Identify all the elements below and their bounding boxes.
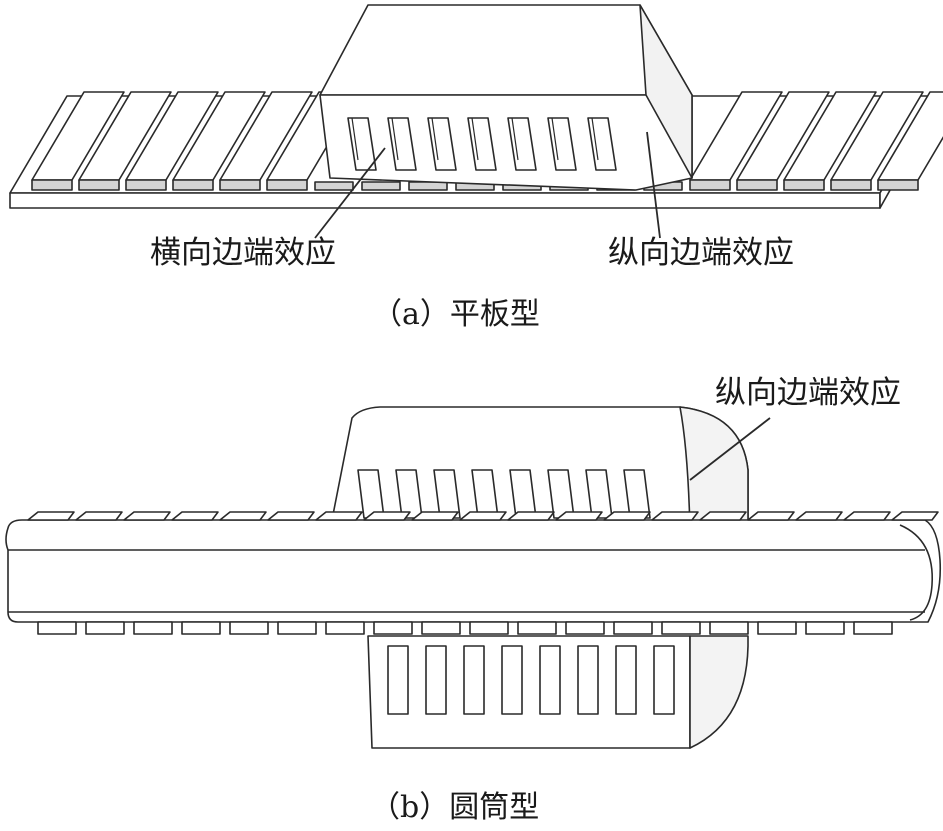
- caption-a-flat-type: （a）平板型: [372, 297, 540, 332]
- plate-tooth-front: [219, 179, 261, 191]
- tube-ring-top: [459, 511, 507, 521]
- plate-tooth-front: [78, 179, 120, 191]
- tube-ring-top: [171, 511, 219, 521]
- tube-ring-bottom: [325, 621, 365, 635]
- tube-ring-top: [219, 511, 267, 521]
- tube-ring-bottom: [757, 621, 797, 635]
- lower-primary-slot: [615, 645, 637, 715]
- leader-line-longitudinal-b: [689, 417, 771, 481]
- tube-ring-top: [267, 511, 315, 521]
- lower-primary-slot: [577, 645, 599, 715]
- lower-primary-slot: [539, 645, 561, 715]
- under-primary-tooth-stub: [361, 181, 401, 191]
- tube-inner-bore-lines: [8, 549, 925, 613]
- primary-block-front: [319, 94, 693, 191]
- tube-ring-bottom: [421, 621, 461, 635]
- tube-ring-bottom: [181, 621, 221, 635]
- tube-ring-bottom: [853, 621, 893, 635]
- primary-slot: [427, 117, 457, 171]
- tube-ring-bottom: [613, 621, 653, 635]
- lower-primary-slot: [387, 645, 409, 715]
- lower-primary-slot: [653, 645, 675, 715]
- tube-ring-bottom: [517, 621, 557, 635]
- slot-inner-edge: [591, 117, 599, 161]
- tube-ring-bottom: [85, 621, 125, 635]
- tube-ring-bottom: [805, 621, 845, 635]
- tube-ring-top: [507, 511, 555, 521]
- lower-primary-slot: [425, 645, 447, 715]
- slot-inner-edge: [551, 117, 559, 161]
- caption-b-tubular-type: （b）圆筒型: [370, 790, 540, 825]
- tube-ring-top: [603, 511, 651, 521]
- flat-type-motor-drawing: [9, 4, 943, 239]
- tube-ring-top: [411, 511, 459, 521]
- tube-ring-top: [123, 511, 171, 521]
- lower-primary-slot: [501, 645, 523, 715]
- slot-inner-edge: [351, 117, 359, 161]
- longitudinal-end-effect-label-a: 纵向边端效应: [608, 235, 794, 271]
- primary-block-side: [639, 4, 693, 179]
- upper-primary-slot: [623, 469, 651, 519]
- plate-tooth-front: [783, 179, 825, 191]
- tube-ring-bottom: [469, 621, 509, 635]
- under-primary-tooth-stub: [314, 181, 354, 191]
- plate-tooth-front: [877, 179, 919, 191]
- plate-tooth-front: [830, 179, 872, 191]
- transverse-end-effect-label-a: 横向边端效应: [150, 235, 336, 271]
- tube-ring-bottom: [277, 621, 317, 635]
- tube-end-rim: [899, 524, 933, 621]
- tube-ring-top: [699, 511, 747, 521]
- secondary-plate-front: [9, 192, 881, 209]
- leader-line-longitudinal: [646, 131, 661, 239]
- tube-ring-top: [747, 511, 795, 521]
- plate-tooth-front: [689, 179, 731, 191]
- tube-ring-bottom: [373, 621, 413, 635]
- tube-ring-top: [75, 511, 123, 521]
- primary-lower-end-face: [689, 635, 749, 749]
- slot-inner-edge: [431, 117, 439, 161]
- tube-ring-top: [843, 511, 891, 521]
- plate-tooth-front: [31, 179, 73, 191]
- tube-ring-bottom: [133, 621, 173, 635]
- upper-primary-slot: [433, 469, 461, 519]
- plate-tooth-front: [172, 179, 214, 191]
- tube-ring-top: [363, 511, 411, 521]
- primary-slot: [547, 117, 577, 171]
- primary-slot: [587, 117, 617, 171]
- tube-ring-bottom: [661, 621, 701, 635]
- tube-ring-bottom: [229, 621, 269, 635]
- tube-ring-top: [651, 511, 699, 521]
- tube-outer-body: [5, 519, 942, 623]
- tube-ring-bottom: [709, 621, 749, 635]
- plate-tooth-front: [266, 179, 308, 191]
- longitudinal-end-effect-label-b: 纵向边端效应: [715, 375, 901, 411]
- slot-inner-edge: [391, 117, 399, 161]
- plate-tooth-front: [736, 179, 778, 191]
- slot-inner-edge: [511, 117, 519, 161]
- tube-ring-bottom: [565, 621, 605, 635]
- under-primary-tooth-stub: [408, 181, 448, 191]
- tube-ring-top: [27, 511, 75, 521]
- plate-tooth-front: [125, 179, 167, 191]
- tube-ring-top: [795, 511, 843, 521]
- primary-slot: [467, 117, 497, 171]
- tube-ring-top: [891, 511, 939, 521]
- leader-line-transverse: [314, 147, 386, 239]
- tubular-type-motor-drawing: [5, 406, 942, 749]
- slot-inner-edge: [471, 117, 479, 161]
- primary-slot: [387, 117, 417, 171]
- tube-ring-bottom: [37, 621, 77, 635]
- tube-ring-top: [555, 511, 603, 521]
- primary-slot: [347, 117, 377, 171]
- primary-lower-body: [367, 635, 691, 749]
- primary-block-top: [319, 4, 693, 96]
- primary-slot: [507, 117, 537, 171]
- tube-ring-top: [315, 511, 363, 521]
- lower-primary-slot: [463, 645, 485, 715]
